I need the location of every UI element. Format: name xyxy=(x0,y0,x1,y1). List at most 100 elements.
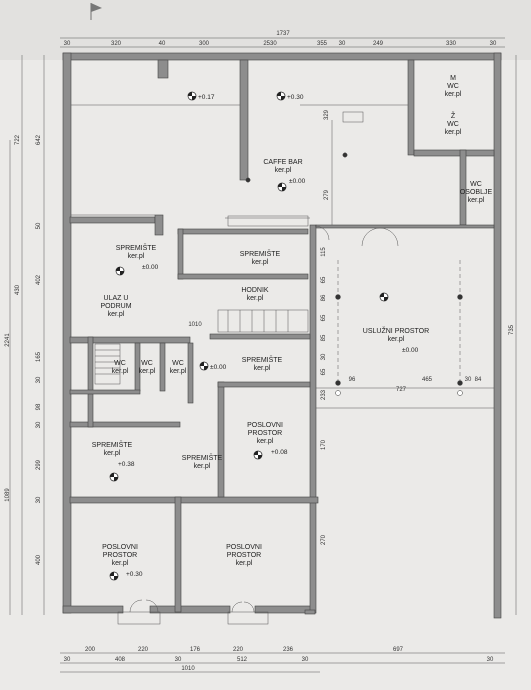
dimension-bottom: 236 xyxy=(283,647,294,653)
dimension-top: 355 xyxy=(317,41,328,47)
room-level-usluzni-prostor: ±0.00 xyxy=(402,347,419,354)
room-level-caffe-bar: ±0.00 xyxy=(289,178,306,185)
dimension-bottom: 408 xyxy=(115,657,126,663)
dimension-top: 30 xyxy=(339,41,346,47)
dimension-inner: 65 xyxy=(321,368,327,375)
dimension-bottom-right: 30 xyxy=(487,657,494,663)
dimension-inner: 170 xyxy=(321,439,327,450)
dimension-labels: 1737 30 320 40 300 2530 355 30 249 330 30 722 642 50 4… xyxy=(5,31,515,672)
level-marker-icon xyxy=(277,182,287,192)
level-marker-icon xyxy=(199,361,209,371)
dimension-inner: 329 xyxy=(324,109,330,120)
dimension-top: 249 xyxy=(373,41,384,47)
dimension-bottom-total: 1010 xyxy=(181,666,195,672)
dimension-inner: 30 xyxy=(465,377,472,383)
level-text: ±0.00 xyxy=(210,364,227,371)
dimension-left: 30 xyxy=(36,376,42,383)
level-marker-icon xyxy=(109,571,119,581)
dimension-inner: 465 xyxy=(422,377,433,383)
dimension-left: 402 xyxy=(36,274,42,285)
dimension-top: 40 xyxy=(159,41,166,47)
dimension-left: 722 xyxy=(15,134,21,145)
dimension-inner: 85 xyxy=(321,334,327,341)
dimension-left: 30 xyxy=(36,496,42,503)
dimension-left: 642 xyxy=(36,134,42,145)
level-marker-icon xyxy=(115,266,125,276)
dimension-bottom: 30 xyxy=(175,657,182,663)
dimension-top: 30 xyxy=(490,41,497,47)
level-marker-icon xyxy=(109,472,119,482)
dimension-inner: 96 xyxy=(349,377,356,383)
dimension-top: 30 xyxy=(64,41,71,47)
stairs-hodnik xyxy=(217,309,309,333)
level-marker-icon xyxy=(187,91,197,101)
paper-shading xyxy=(0,0,531,60)
dimension-left: 430 xyxy=(15,284,21,295)
level-marker-icon xyxy=(253,450,263,460)
level-markers xyxy=(109,91,389,581)
dimension-left: 50 xyxy=(36,222,42,229)
dimension-bottom: 30 xyxy=(64,657,71,663)
dimension-inner: 270 xyxy=(321,534,327,545)
dimension-lines xyxy=(9,37,517,673)
level-marker-icon xyxy=(276,91,286,101)
room-level-poslovni-prostor-1: +0.08 xyxy=(271,449,288,456)
room-level-poslovni-prostor-2: +0.30 xyxy=(126,571,143,578)
level-text: +0.17 xyxy=(198,94,215,101)
dimension-bottom: 220 xyxy=(138,647,149,653)
dimension-inner: 30 xyxy=(321,353,327,360)
room-level-spremiste-4: +0.38 xyxy=(118,461,135,468)
dimension-top-total: 1737 xyxy=(276,31,290,37)
dimension-bottom: 697 xyxy=(393,647,404,653)
level-marker-icon xyxy=(379,292,389,302)
dimension-left: 2241 xyxy=(5,333,11,347)
dimension-left: 30 xyxy=(36,421,42,428)
dimension-inner: 115 xyxy=(321,247,327,257)
dimension-inner: 1010 xyxy=(188,322,202,328)
dimension-bottom: 200 xyxy=(85,647,96,653)
dimension-top: 320 xyxy=(111,41,122,47)
dimension-top: 2530 xyxy=(263,41,277,47)
level-texts: +0.17 +0.30 ±0.00 xyxy=(198,94,304,371)
stairs-podrum xyxy=(94,343,121,385)
dimension-inner: 65 xyxy=(321,276,327,283)
dimension-bottom: 30 xyxy=(302,657,309,663)
level-text: +0.30 xyxy=(287,94,304,101)
dimension-inner: 233 xyxy=(321,389,327,400)
dimension-inner: 86 xyxy=(321,294,327,301)
dimension-right: 735 xyxy=(509,324,515,335)
dimension-left: 98 xyxy=(36,403,42,410)
dimension-bottom: 512 xyxy=(237,657,248,663)
room-level-spremiste-1: ±0.00 xyxy=(142,264,159,271)
dimension-left: 299 xyxy=(36,459,42,470)
flag-icon xyxy=(90,3,102,20)
dimension-top: 330 xyxy=(446,41,457,47)
dimension-top: 300 xyxy=(199,41,210,47)
dimension-inner: 279 xyxy=(324,189,330,200)
fixtures xyxy=(71,104,494,625)
dimension-inner: 84 xyxy=(475,377,482,383)
dimension-inner: 727 xyxy=(396,387,407,393)
dimension-left: 400 xyxy=(36,554,42,565)
dimension-left: 165 xyxy=(36,351,42,362)
